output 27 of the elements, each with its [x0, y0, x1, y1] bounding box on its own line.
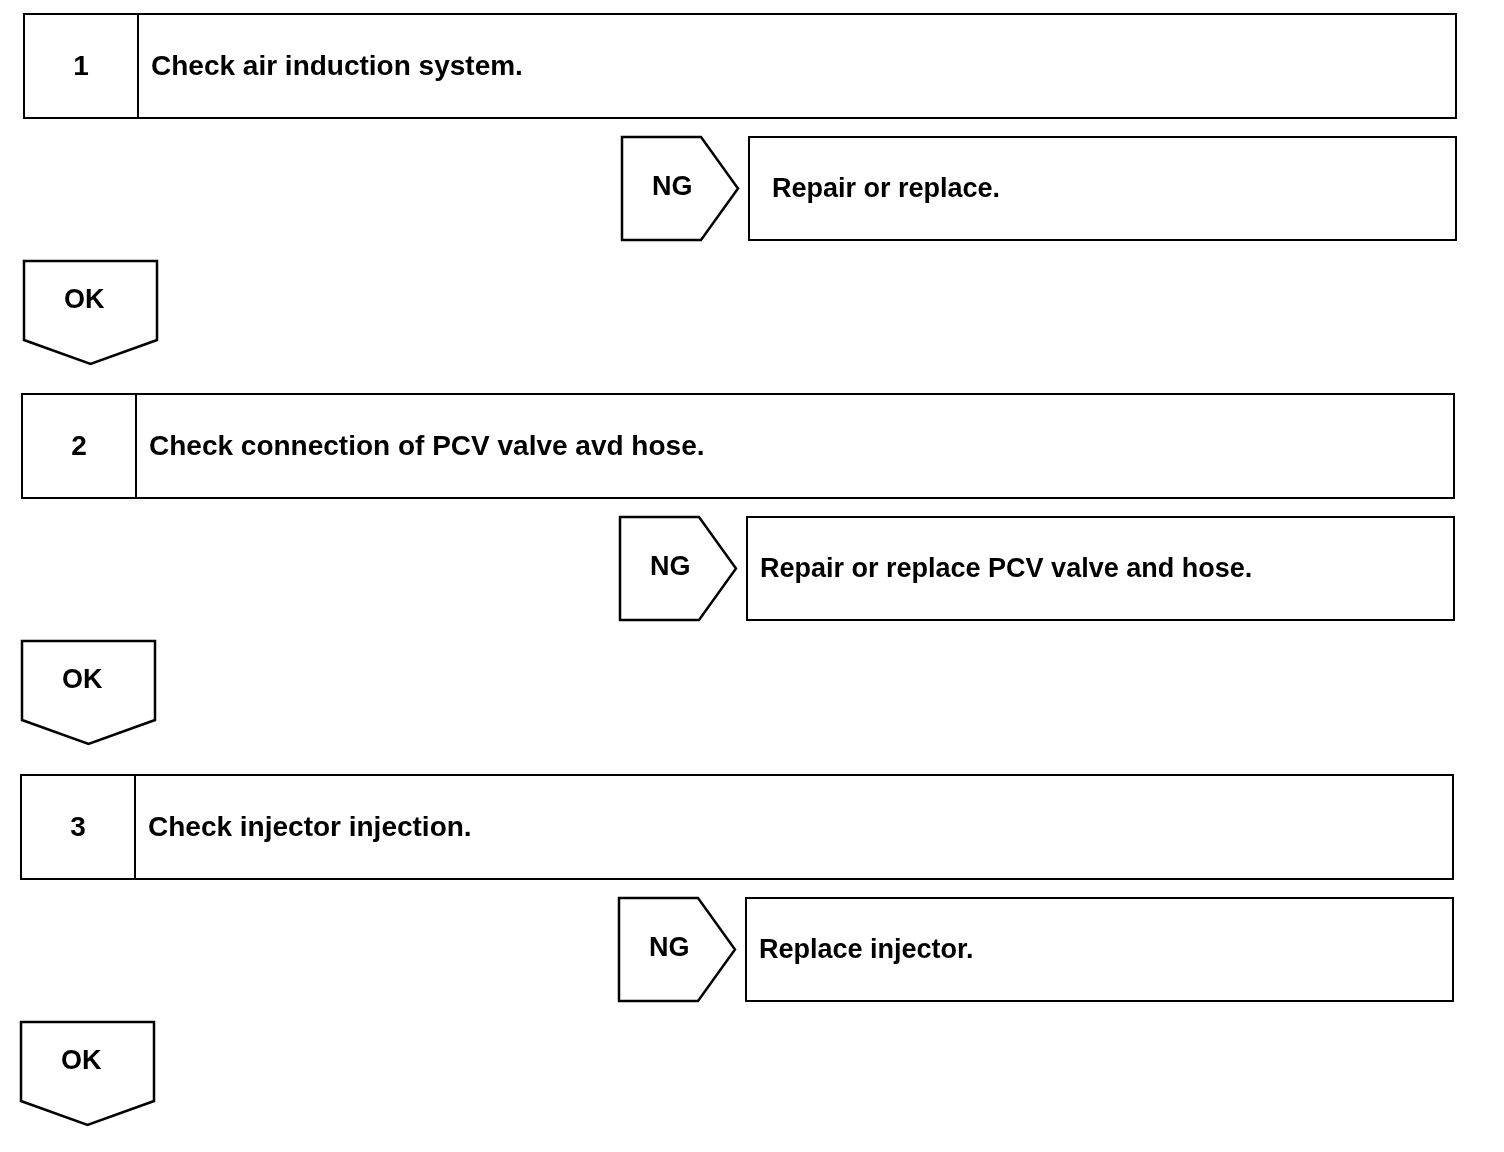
- result-label: NG: [652, 171, 693, 202]
- action-text: Repair or replace PCV valve and hose.: [760, 553, 1253, 584]
- step-text: Check air induction system.: [151, 49, 523, 83]
- step-number: 3: [22, 776, 136, 878]
- action-box: [745, 897, 1454, 1002]
- action-box: [748, 136, 1457, 241]
- step-box: [20, 774, 1454, 880]
- ng-arrow-tag: [619, 516, 737, 621]
- ok-arrow-tag: [23, 260, 158, 365]
- step-text: Check injector injection.: [148, 810, 472, 844]
- step-number: 1: [25, 15, 139, 117]
- result-label: NG: [650, 551, 691, 582]
- action-text: Repair or replace.: [772, 173, 1001, 204]
- step-box: [23, 13, 1457, 119]
- ng-arrow-tag: [618, 897, 736, 1002]
- step-text: Check connection of PCV valve avd hose.: [149, 429, 705, 463]
- step-box: [21, 393, 1455, 499]
- ok-arrow-tag: [21, 640, 156, 745]
- result-label: OK: [64, 284, 105, 315]
- action-text: Replace injector.: [759, 934, 974, 965]
- ng-arrow-tag: [621, 136, 739, 241]
- result-label: OK: [62, 664, 103, 695]
- result-label: NG: [649, 932, 690, 963]
- ok-arrow-tag: [20, 1021, 155, 1126]
- action-box: [746, 516, 1455, 621]
- result-label: OK: [61, 1045, 102, 1076]
- step-number: 2: [23, 395, 137, 497]
